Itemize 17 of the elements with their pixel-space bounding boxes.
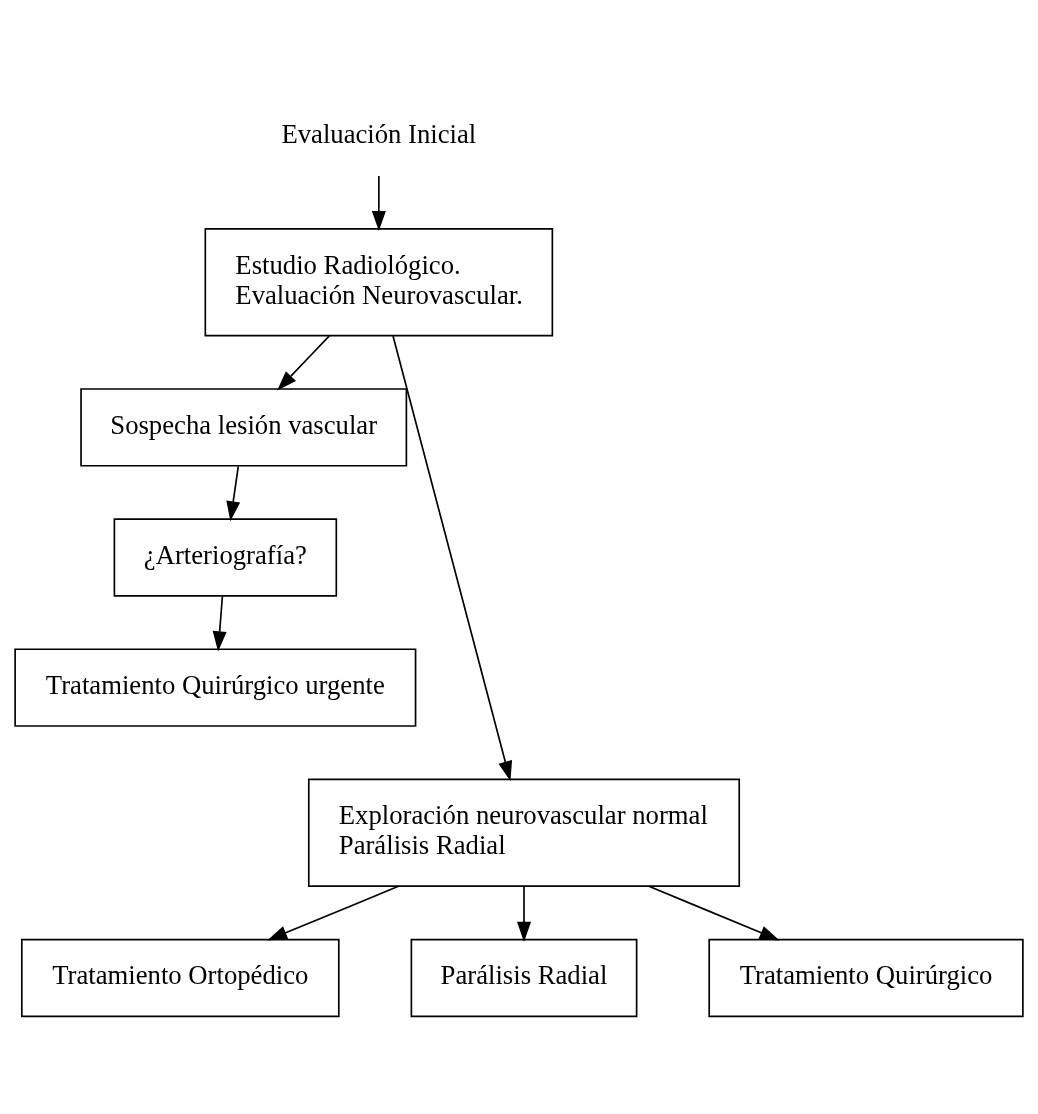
arrow [648,884,780,940]
node-box: Tratamiento Quirúrgico urgente [14,647,417,727]
node-box: Estudio Radiológico. Evaluación Neurovascular. [204,227,554,336]
node-box: ¿Arteriografía? [113,517,338,597]
node-box: Parálisis Radial [410,938,638,1017]
node-box: Tratamiento Quirúrgico [708,938,1024,1017]
arrow [267,884,400,940]
arrow [226,465,241,521]
node-text: Evaluación Inicial [281,118,477,149]
arrow [212,595,227,651]
node-box: Tratamiento Ortopédico [20,938,340,1017]
node-box: Exploración neurovascular normal Parálisis Radial [307,778,741,887]
arrow [371,174,386,231]
node-box: Sospecha lesión vascular [80,387,408,467]
arrow [392,334,513,781]
arrow [277,334,331,391]
arrow [517,885,531,942]
